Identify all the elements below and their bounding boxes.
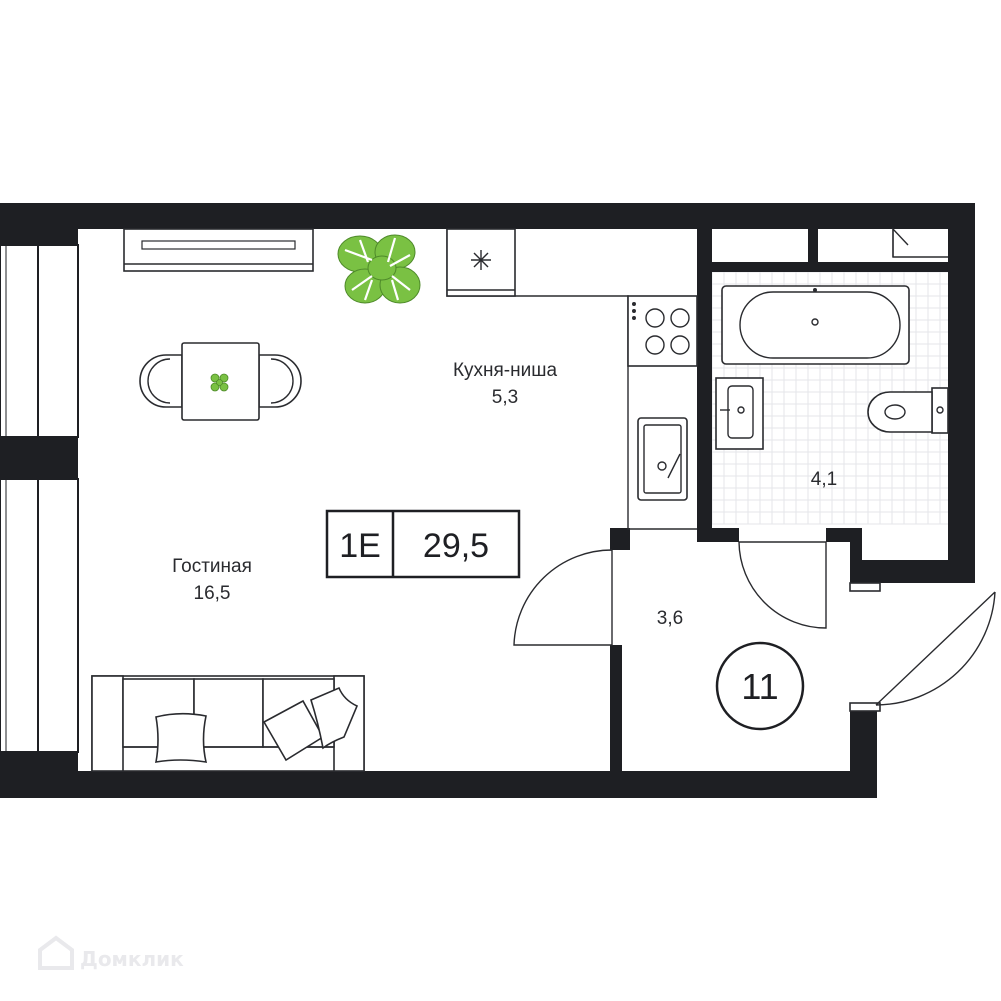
walls: [0, 203, 975, 798]
stove: [627, 295, 698, 367]
bathroom-area: 4,1: [811, 469, 837, 490]
apartment-type-badge: 1E 29,5: [325, 509, 521, 579]
total-area: 29,5: [423, 527, 489, 565]
plant-monstera: [337, 234, 421, 304]
bathtub: [721, 285, 910, 365]
apartment-number: 11: [741, 666, 778, 707]
bathroom-niche-door: [892, 227, 948, 258]
kitchen-area: 5,3: [492, 387, 518, 408]
kitchen-label: Кухня-ниша 5,3: [453, 360, 558, 408]
watermark-text: Домклик: [80, 947, 184, 971]
bathroom-sink: [715, 377, 764, 450]
bathroom-door-swing: [738, 541, 827, 629]
sofa: [91, 675, 365, 772]
toilet: [867, 387, 949, 434]
tv-console: [123, 228, 314, 272]
living-name: Гостиная: [172, 556, 252, 577]
hall-door-swing: [513, 549, 613, 646]
living-area: 16,5: [194, 583, 231, 604]
kitchen-name: Кухня-ниша: [453, 360, 558, 381]
apartment-number-badge: 11: [715, 641, 805, 731]
apartment-type: 1E: [339, 527, 381, 565]
domclick-watermark: Домклик: [38, 935, 184, 971]
window-left-top: [0, 244, 79, 438]
dining-table-set: [139, 342, 302, 421]
window-left-bottom: [0, 478, 79, 753]
house-logo-icon: [38, 935, 74, 970]
kitchen-sink: [637, 417, 688, 501]
hall-area: 3,6: [657, 608, 683, 629]
living-label: Гостиная 16,5: [172, 556, 252, 604]
fridge: [446, 228, 516, 297]
entrance-door-swing: [849, 582, 996, 712]
